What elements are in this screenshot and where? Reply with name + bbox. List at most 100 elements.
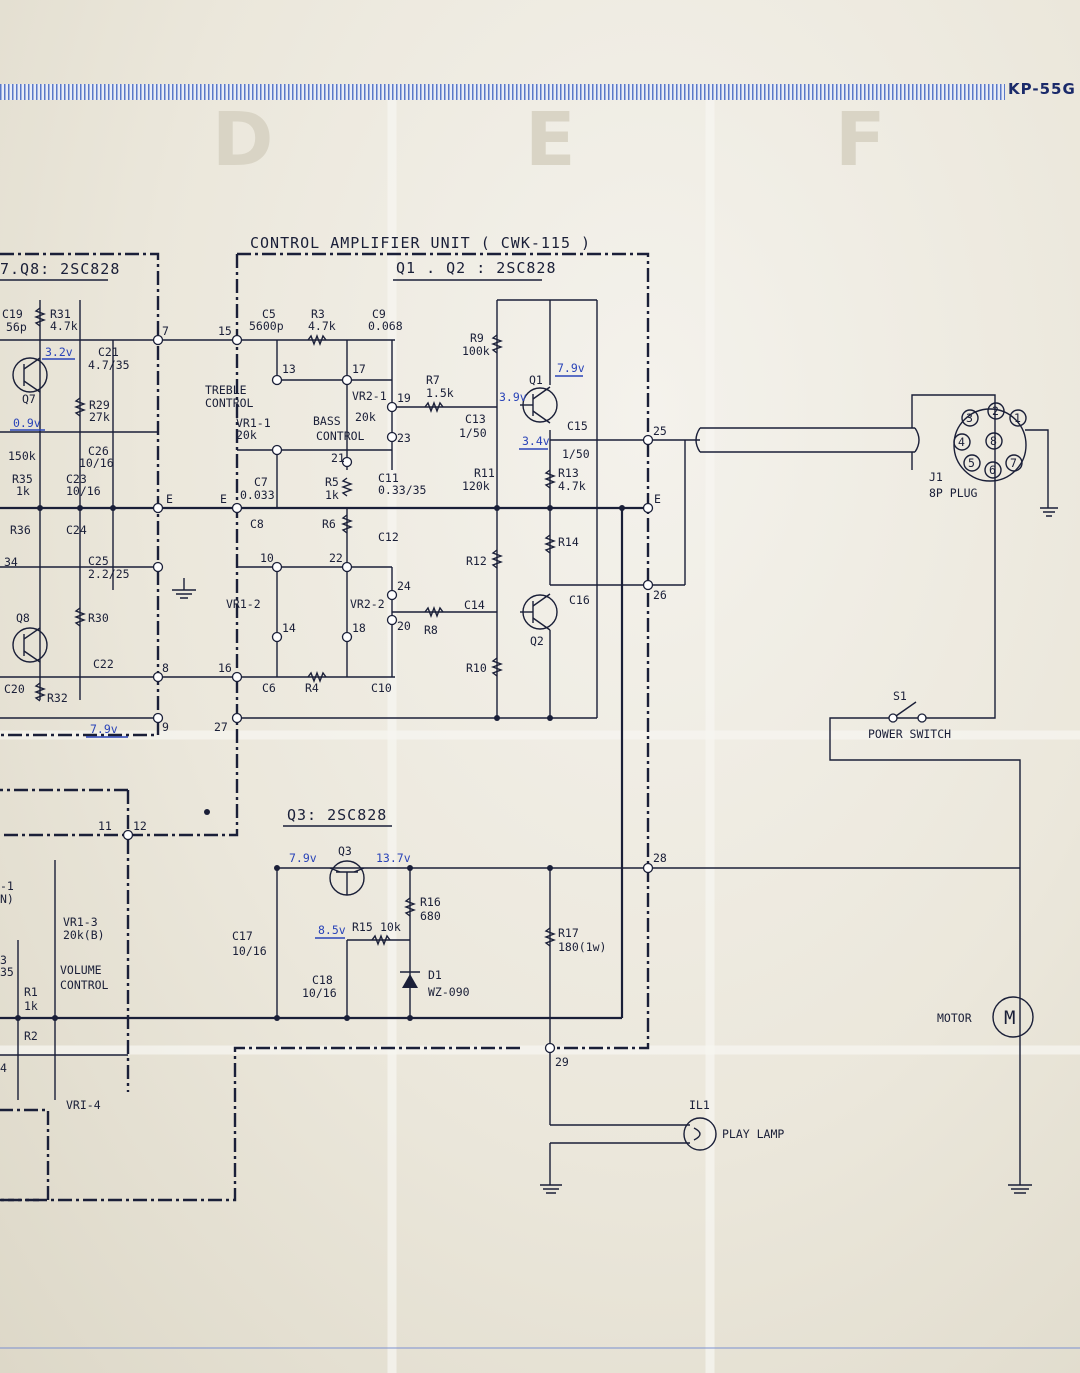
svg-text:CONTROL: CONTROL (60, 978, 109, 992)
terminal-e-mid: E (220, 492, 227, 506)
unit-transistors: Q1 . Q2 : 2SC828 (396, 259, 557, 277)
grid-lines (0, 100, 1080, 1373)
terminal-19: 19 (397, 391, 411, 405)
svg-text:10/16: 10/16 (66, 484, 101, 498)
svg-text:C12: C12 (378, 530, 399, 544)
svg-text:20k(B): 20k(B) (63, 928, 105, 942)
svg-text:VOLUME: VOLUME (60, 963, 102, 977)
svg-text:0.068: 0.068 (368, 319, 403, 333)
terminal-e-left: E (166, 492, 173, 506)
svg-text:1.5k: 1.5k (426, 386, 454, 400)
terminal-23: 23 (397, 431, 411, 445)
svg-text:BASS: BASS (313, 414, 341, 428)
svg-text:R1: R1 (24, 985, 38, 999)
svg-text:R29: R29 (89, 398, 110, 412)
terminal-18: 18 (352, 621, 366, 635)
voltage-q7-base: 3.2v (45, 345, 73, 359)
column-letter-f: F (835, 97, 886, 183)
svg-text:R2: R2 (24, 1029, 38, 1043)
svg-text:MOTOR: MOTOR (937, 1011, 972, 1025)
svg-text:C6: C6 (262, 681, 276, 695)
svg-text:R14: R14 (558, 535, 579, 549)
svg-text:C17: C17 (232, 929, 253, 943)
svg-text:WZ-090: WZ-090 (428, 985, 470, 999)
svg-text:C20: C20 (4, 682, 25, 696)
svg-text:Q2: Q2 (530, 634, 544, 648)
svg-text:10k: 10k (380, 920, 401, 934)
svg-text:R12: R12 (466, 554, 487, 568)
zener-d1 (400, 971, 420, 988)
unit-title: CONTROL AMPLIFIER UNIT ( CWK-115 ) (250, 234, 591, 252)
svg-text:R5: R5 (325, 475, 339, 489)
transistor-q7 (12, 357, 48, 393)
svg-text:R13: R13 (558, 466, 579, 480)
svg-text:R8: R8 (424, 623, 438, 637)
q3-title: Q3: 2SC828 (287, 806, 387, 824)
motor-symbol: M (992, 996, 1034, 1038)
svg-text:C23: C23 (66, 472, 87, 486)
pin-8: 8 (990, 434, 997, 448)
svg-text:R17: R17 (558, 926, 579, 940)
svg-text:C11: C11 (378, 471, 399, 485)
svg-text:100k: 100k (462, 344, 490, 358)
terminal-21: 21 (331, 451, 345, 465)
svg-text:Q1: Q1 (529, 373, 543, 387)
svg-text:C10: C10 (371, 681, 392, 695)
svg-text:0.033: 0.033 (240, 488, 275, 502)
svg-text:C24: C24 (66, 523, 87, 537)
plug-j1: 1 2 3 4 5 6 7 8 (953, 402, 1027, 482)
svg-text:VR1-3: VR1-3 (63, 915, 98, 929)
voltage-rail-left: 7.9v (90, 722, 118, 736)
svg-text:R11: R11 (474, 466, 495, 480)
voltage-q1-emitter: 3.4v (522, 434, 550, 448)
pin-5: 5 (968, 456, 975, 470)
svg-text:R7: R7 (426, 373, 440, 387)
svg-text:IL1: IL1 (689, 1098, 710, 1112)
svg-text:56p: 56p (6, 320, 27, 334)
svg-text:C14: C14 (464, 598, 485, 612)
svg-text:180(1w): 180(1w) (558, 940, 606, 954)
svg-text:VR2-2: VR2-2 (350, 597, 385, 611)
terminal-15: 15 (218, 324, 232, 338)
svg-text:0.33/35: 0.33/35 (378, 483, 426, 497)
svg-text:Q3: Q3 (338, 844, 352, 858)
terminal-22: 22 (329, 551, 343, 565)
svg-text:R10: R10 (466, 661, 487, 675)
svg-text:R15: R15 (352, 920, 373, 934)
svg-text:R31: R31 (50, 307, 71, 321)
column-letter-d: D (212, 97, 273, 183)
terminal-25: 25 (653, 424, 667, 438)
svg-text:1/50: 1/50 (562, 447, 590, 461)
svg-text:C19: C19 (2, 307, 23, 321)
svg-text:C15: C15 (567, 419, 588, 433)
svg-text:4.7/35: 4.7/35 (88, 358, 130, 372)
svg-text:N): N) (0, 892, 14, 906)
transistor-q8 (12, 627, 48, 663)
svg-text:CONTROL: CONTROL (205, 396, 254, 410)
terminal-27: 27 (214, 720, 228, 734)
svg-text:4: 4 (0, 1061, 7, 1075)
svg-text:R9: R9 (470, 331, 484, 345)
terminal-20: 20 (397, 619, 411, 633)
svg-text:R35: R35 (12, 472, 33, 486)
svg-text:Q8: Q8 (16, 611, 30, 625)
svg-text:R4: R4 (305, 681, 319, 695)
svg-text:680: 680 (420, 909, 441, 923)
svg-text:8P PLUG: 8P PLUG (929, 486, 978, 500)
svg-text:C21: C21 (98, 345, 119, 359)
left-transistors: 7.Q8: 2SC828 (0, 260, 120, 278)
power-switch-symbol (888, 701, 927, 723)
resistor-symbols (34, 307, 556, 947)
terminal-nodes (15, 334, 654, 1054)
svg-text:C9: C9 (372, 307, 386, 321)
svg-text:PLAY LAMP: PLAY LAMP (722, 1127, 784, 1141)
terminal-9: 9 (162, 720, 169, 734)
voltage-q3-out: 13.7v (376, 851, 411, 865)
terminal-10: 10 (260, 551, 274, 565)
svg-text:-1: -1 (0, 879, 14, 893)
svg-text:S1: S1 (893, 689, 907, 703)
svg-text:1/50: 1/50 (459, 426, 487, 440)
svg-text:R3: R3 (311, 307, 325, 321)
terminal-12: 12 (133, 819, 147, 833)
